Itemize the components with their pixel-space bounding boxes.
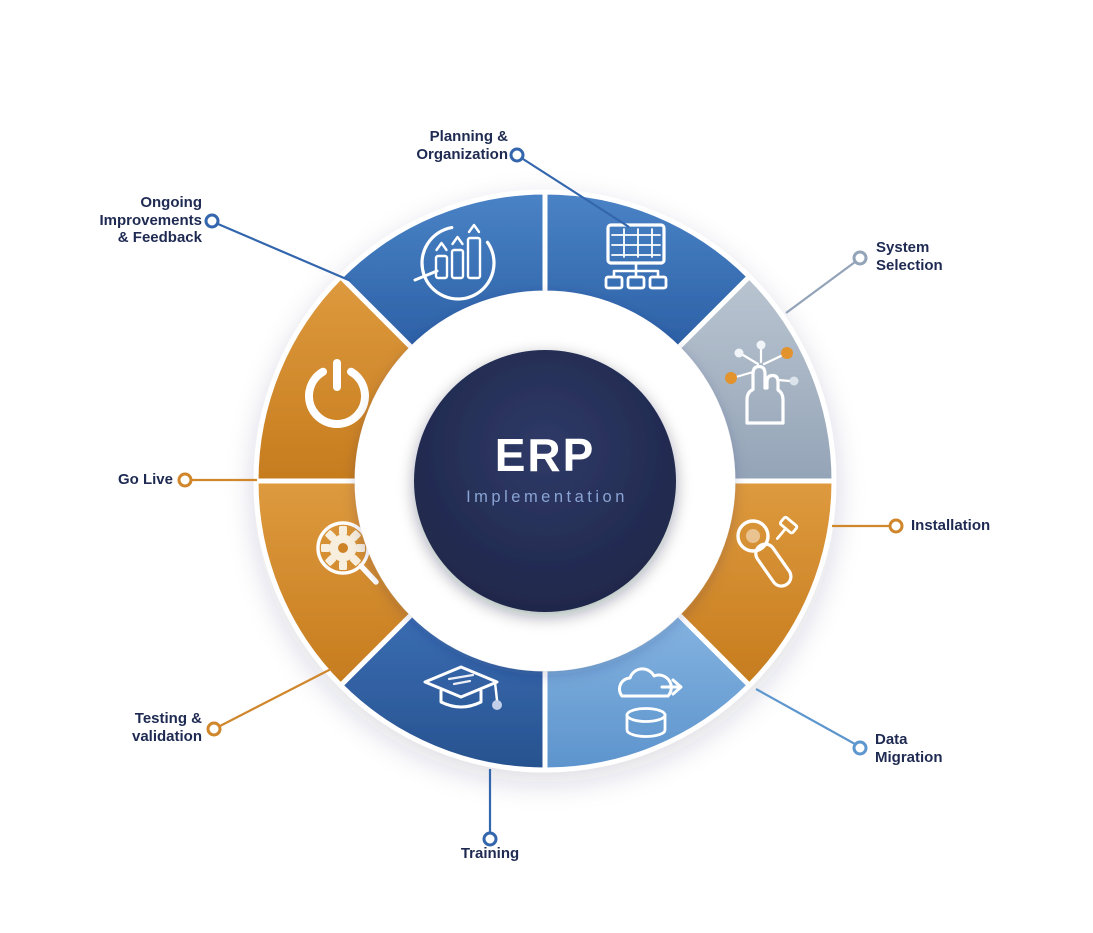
node-dot [756,340,766,350]
marker-system-selection [852,250,868,266]
connector-system-selection [785,261,856,314]
label-training: Training [460,845,520,862]
marker-ongoing [204,213,220,229]
marker-data-migration [852,740,868,756]
connector-testing [219,668,332,727]
marker-planning [509,147,525,163]
label-ongoing-improvements: Ongoing Improvements & Feedback [99,194,202,246]
connectors [177,147,904,847]
center-subtitle: Implementation [466,488,628,506]
node-dot-orange [781,347,793,359]
label-installation: Installation [911,517,991,534]
label-system-selection: System Selection [876,239,943,274]
node-dot-orange [725,372,737,384]
marker-training [482,831,498,847]
label-planning-organization: Planning & Organization [416,128,508,163]
marker-go-live [177,472,193,488]
marker-installation [888,518,904,534]
growth-bars-cycle-icon [413,223,496,301]
center-circle [414,350,676,612]
marker-testing [206,721,222,737]
label-testing-validation: Testing & validation [131,710,202,745]
graduation-cap-icon [423,665,502,710]
connector-planning [522,158,630,228]
connector-data-migration [755,688,856,745]
connector-ongoing [217,222,352,283]
label-data-migration: Data Migration [875,731,943,766]
drill-tool-screw-icon [736,515,799,588]
center-title: ERP [495,429,596,481]
touch-select-icon [725,340,799,425]
monitor-org-chart-icon [604,223,668,290]
label-go-live: Go Live [117,471,173,488]
node-dot [789,376,799,386]
cloud-transfer-database-icon [617,667,683,738]
power-button-icon [305,359,369,428]
node-dot [734,348,744,358]
